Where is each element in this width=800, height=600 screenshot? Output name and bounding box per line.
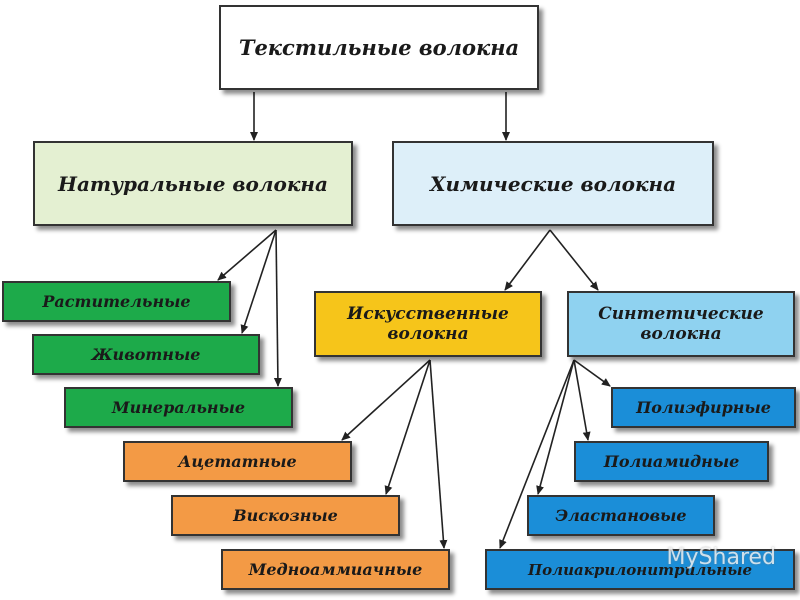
node-polyester-fibers: Полиэфирные <box>611 387 796 428</box>
node-elastane-fibers: Эластановые <box>527 495 715 536</box>
arrow-natural-mineral <box>273 229 282 387</box>
node-acetate-fibers: Ацетатные <box>123 441 352 482</box>
node-natural-fibers: Натуральные волокна <box>33 141 353 226</box>
node-synthetic-fibers: Синтетические волокна <box>567 291 795 357</box>
node-chemical-fibers: Химические волокна <box>392 141 714 226</box>
watermark-logo: MyShared <box>666 545 776 570</box>
arrow-artificial-viscose <box>384 359 431 495</box>
node-animal-fibers: Животные <box>32 334 260 375</box>
arrow-synthetic-elastane <box>536 359 575 495</box>
node-viscose-fibers: Вискозные <box>171 495 400 536</box>
arrow-artificial-copper <box>429 359 448 549</box>
arrow-chemical-synthetic <box>549 229 599 291</box>
arrow-synthetic-polyamide <box>573 359 591 441</box>
node-polyamide-fibers: Полиамидные <box>574 441 769 482</box>
node-plant-fibers: Растительные <box>2 281 231 322</box>
node-copper-ammonia-fibers: Медноаммиачные <box>221 549 450 590</box>
arrow-natural-animal <box>240 229 277 334</box>
node-polyacrylonitrile-fibers: Полиакрилонитрильные <box>485 549 795 590</box>
arrow-natural-plant <box>217 229 277 281</box>
node-artificial-fibers: Искусственные волокна <box>314 291 542 357</box>
arrow-artificial-acetate <box>341 359 431 441</box>
node-mineral-fibers: Минеральные <box>64 387 293 428</box>
node-textile-fibers: Текстильные волокна <box>219 5 539 90</box>
arrow-synthetic-polyester <box>573 359 611 387</box>
arrow-chemical-artificial <box>504 229 551 291</box>
arrow-synthetic-polyacrylonitrile <box>499 359 575 549</box>
